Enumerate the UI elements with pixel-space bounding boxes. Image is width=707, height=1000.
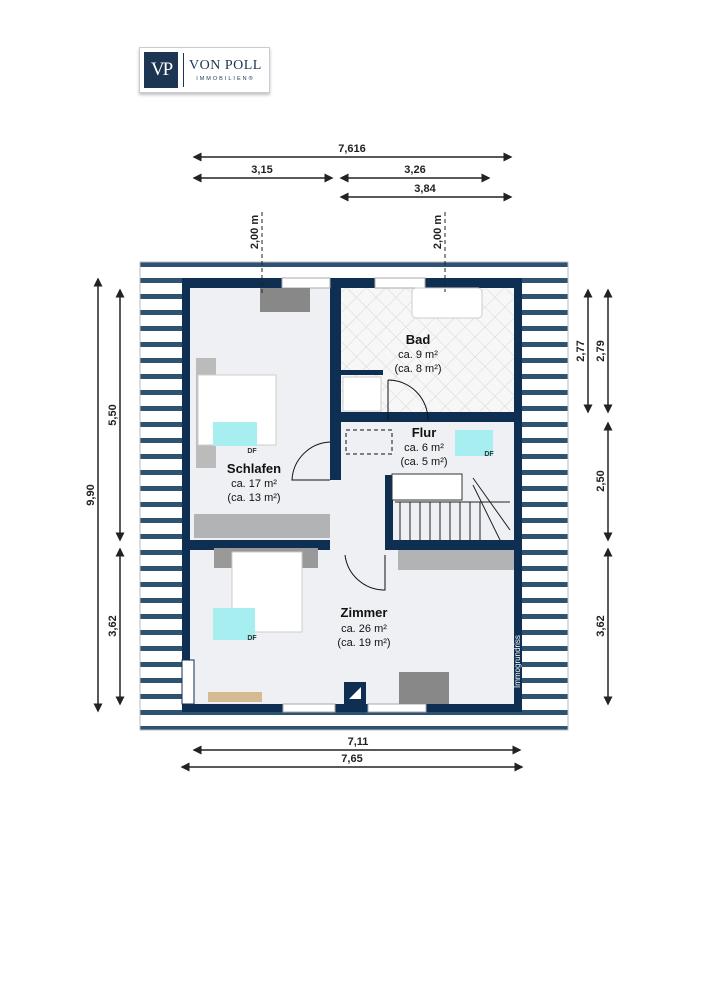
dim-top-right: 3,26	[404, 164, 425, 176]
dimension-lines	[93, 152, 613, 772]
door-zimmer	[344, 554, 386, 591]
window	[374, 277, 426, 289]
dim-right-lower: 3,62	[595, 615, 607, 636]
dim-bottom-outer: 7,65	[341, 753, 362, 765]
von-poll-logo: VP VON POLL IMMOBILIEN®	[139, 47, 270, 93]
room-net-area-zimmer: (ca. 19 m²)	[337, 637, 390, 649]
dim-right-b: 2,79	[595, 340, 607, 361]
door-bad	[387, 379, 429, 421]
skylight-label: DF	[247, 448, 257, 455]
door-schlafen	[291, 441, 331, 481]
desk	[399, 672, 449, 704]
room-net-area-schlafen: (ca. 13 m²)	[227, 492, 280, 504]
shower	[342, 376, 382, 412]
interior-wall	[385, 475, 393, 545]
room-name-flur: Flur	[412, 425, 437, 440]
dim-knee-right: 2,00 m	[432, 215, 444, 249]
plan-border	[139, 261, 569, 731]
room-net-area-flur: (ca. 5 m²)	[400, 456, 447, 468]
interior-wall	[330, 440, 341, 480]
window	[367, 703, 427, 713]
desk	[260, 288, 310, 312]
bathtub	[411, 287, 483, 319]
room-area-schlafen: ca. 17 m²	[231, 478, 277, 490]
skylight-label: DF	[247, 635, 257, 642]
room-name-schlafen: Schlafen	[227, 461, 281, 476]
room-name-bad: Bad	[406, 332, 431, 347]
door-opening	[335, 545, 385, 555]
watermark-logo	[181, 659, 195, 705]
logo-separator	[183, 53, 184, 87]
logo-brand: VON POLL IMMOBILIEN®	[189, 58, 262, 82]
dim-bottom-inner: 7,11	[348, 736, 369, 748]
dim-knee-left: 2,00 m	[249, 215, 261, 249]
skylight	[213, 608, 255, 640]
knee-height-markers	[261, 212, 446, 296]
dim-left-total: 9,90	[85, 484, 97, 505]
dim-top-total: 7,616	[338, 143, 366, 155]
dim-right-mid: 2,50	[595, 470, 607, 491]
window	[282, 703, 336, 713]
logo-subtitle: IMMOBILIEN®	[196, 76, 255, 82]
room-area-zimmer: ca. 26 m²	[341, 623, 387, 635]
skylight	[213, 422, 257, 446]
staircase	[395, 477, 511, 541]
dim-left-lower: 3,62	[107, 615, 119, 636]
dim-top-left: 3,15	[251, 164, 272, 176]
room-net-area-bad: (ca. 8 m²)	[394, 363, 441, 375]
dim-top-right-long: 3,84	[414, 183, 436, 195]
watermark-text: Immogrundriss	[513, 635, 522, 688]
room-name-zimmer: Zimmer	[341, 605, 388, 620]
stair-railing	[391, 473, 463, 501]
wardrobe	[194, 514, 330, 538]
logo-name: VON POLL	[189, 58, 262, 73]
wardrobe	[398, 550, 514, 570]
room-area-flur: ca. 6 m²	[404, 442, 444, 454]
corridor-passage	[330, 480, 385, 555]
room-area-bad: ca. 9 m²	[398, 349, 438, 361]
dim-right-a: 2,77	[575, 340, 587, 361]
attic-hatch	[345, 429, 393, 455]
interior-wall	[341, 412, 387, 422]
interior-wall	[341, 370, 383, 375]
window	[281, 277, 331, 289]
skylight	[455, 430, 493, 456]
skylight-label: DF	[484, 451, 494, 458]
radiator	[208, 692, 262, 702]
dim-left-upper: 5,50	[107, 404, 119, 425]
logo-mark: VP	[144, 52, 178, 88]
